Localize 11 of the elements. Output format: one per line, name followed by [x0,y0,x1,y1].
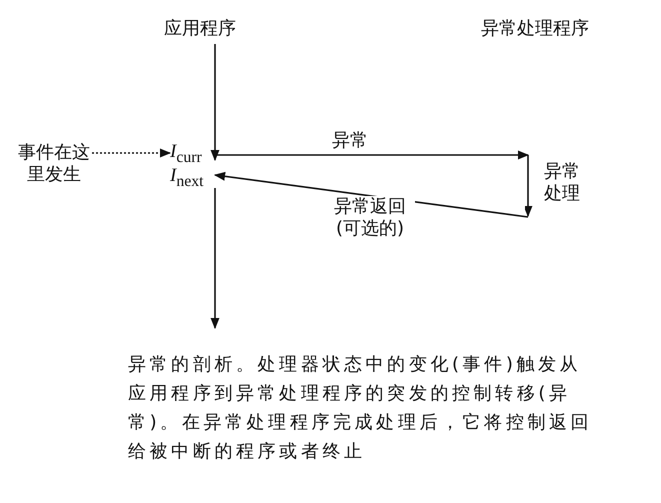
event-label: 事件在这里发生 [16,142,92,188]
arrow [215,150,530,160]
dotted-arrow [92,148,172,158]
caption: 异常的剖析。处理器状态中的变化(事件)触发从应用程序到异常处理程序的突发的控制转移(异常)。在异常处理程序完成处理后，它将控制返回给被中断的程序或者终止 [128,353,594,464]
instruction-label: I$_{curr}$ [170,142,215,164]
arrow [210,188,220,330]
instruction-label: I$_{next}$ [170,166,215,188]
column-heading: 应用程序 [160,18,240,44]
column-heading: 异常处理程序 [480,18,590,40]
arrow [210,44,220,162]
handler-label: 异常处理 [544,161,581,205]
